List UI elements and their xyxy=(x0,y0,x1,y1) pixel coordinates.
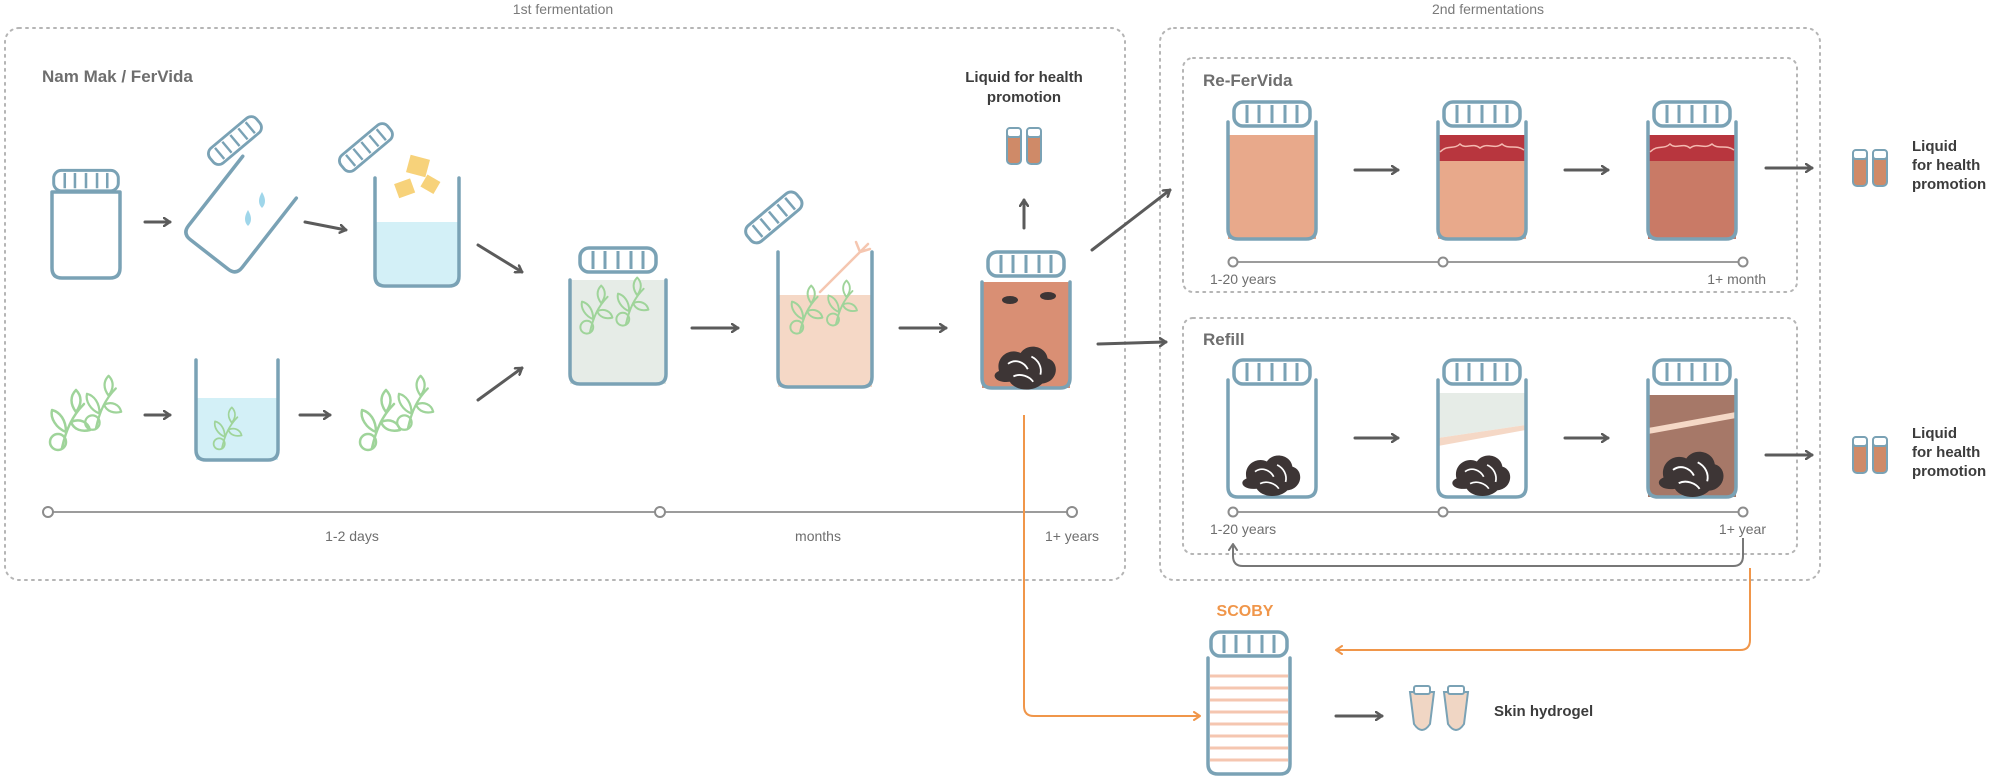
water-drops-jar-icon xyxy=(184,112,299,274)
sugar-water-jar-icon xyxy=(335,119,461,288)
sugar-cube-icon xyxy=(420,174,441,195)
refervida-frame xyxy=(1182,57,1798,293)
skin-hydrogel-label: Skin hydrogel xyxy=(1494,703,1593,720)
refill-title: Refill xyxy=(1203,330,1245,349)
leaves-jar-icon xyxy=(568,246,668,386)
refervida-time-end: 1+ month xyxy=(1707,271,1766,287)
empty-jar-icon xyxy=(50,168,122,280)
refill-loop-arrow xyxy=(1228,538,1744,567)
hand-icon xyxy=(818,240,872,294)
fruit-leaves-icon xyxy=(396,374,435,431)
tube-icon xyxy=(1408,685,1470,731)
fruit-leaves-icon xyxy=(48,388,92,452)
refill-output-line3: promotion xyxy=(1912,463,1986,480)
arrow-to-refill xyxy=(1096,342,1168,344)
second-fermentation-frame xyxy=(1159,27,1821,581)
water-drop-icon xyxy=(245,210,251,226)
refervida-jar-2-icon xyxy=(1436,100,1528,241)
refervida-jar-1-icon xyxy=(1226,100,1318,241)
refervida-jar-3-icon xyxy=(1646,100,1738,241)
first-title: Nam Mak / FerVida xyxy=(42,67,193,86)
refill-jar-1-icon xyxy=(1226,358,1318,499)
fermented-jar-icon xyxy=(980,250,1072,391)
fruit-leaves-icon xyxy=(84,374,123,431)
bottle-icon xyxy=(1006,127,1042,165)
health-liquid-label-line1: Liquid for health xyxy=(965,69,1083,86)
sugar-cube-icon xyxy=(406,154,430,178)
bottle-icon xyxy=(1852,436,1888,474)
refervida-output-line2: for health xyxy=(1912,157,1980,174)
refill-output-line2: for health xyxy=(1912,444,1980,461)
stirring-jar-icon xyxy=(741,187,874,389)
sugar-cube-icon xyxy=(394,178,416,199)
arrow-icon xyxy=(476,243,524,272)
refervida-title: Re-FerVida xyxy=(1203,71,1293,90)
timeline-label: months xyxy=(795,528,841,544)
bottle-icon xyxy=(1852,149,1888,187)
fruit-leaves-icon xyxy=(358,388,402,452)
arrow-to-refervida xyxy=(1090,188,1172,252)
arrow-icon xyxy=(303,220,348,230)
refill-jar-2-icon xyxy=(1436,358,1528,499)
timeline-label: 1-2 days xyxy=(325,528,379,544)
refill-time-start: 1-20 years xyxy=(1210,521,1276,537)
arrow-icon xyxy=(476,366,524,402)
timeline-label: 1+ years xyxy=(1045,528,1099,544)
scoby-path-from-first xyxy=(1023,415,1201,721)
soaking-jar-icon xyxy=(194,358,280,462)
first-fermentation-frame xyxy=(4,27,1126,581)
first-fermentation-label: 1st fermentation xyxy=(513,1,613,17)
refill-jar-3-icon xyxy=(1646,358,1738,499)
scoby-title: SCOBY xyxy=(1217,603,1274,620)
refervida-output-line3: promotion xyxy=(1912,176,1986,193)
refervida-output-line1: Liquid xyxy=(1912,138,1957,155)
scoby-jar-icon xyxy=(1206,630,1292,776)
refervida-time-start: 1-20 years xyxy=(1210,271,1276,287)
refill-time-end: 1+ year xyxy=(1719,521,1766,537)
refill-frame xyxy=(1182,317,1798,555)
refill-output-line1: Liquid xyxy=(1912,425,1957,442)
water-drop-icon xyxy=(259,192,265,208)
second-fermentation-label: 2nd fermentations xyxy=(1432,1,1544,17)
scoby-path-from-refill xyxy=(1335,568,1751,655)
health-liquid-label-line2: promotion xyxy=(987,89,1061,106)
